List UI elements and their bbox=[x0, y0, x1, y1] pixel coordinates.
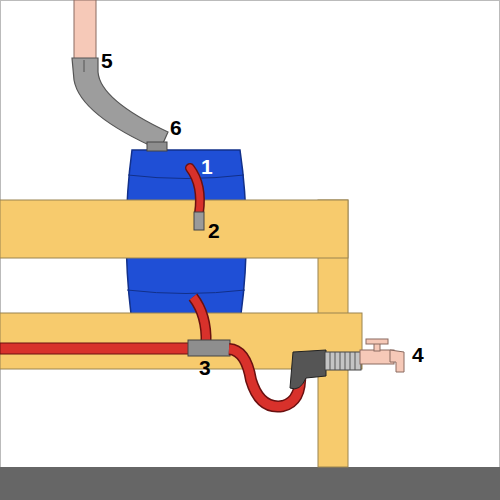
faucet-body bbox=[360, 350, 394, 364]
callout-number: 3 bbox=[199, 357, 211, 378]
thread-lines bbox=[330, 352, 355, 370]
inlet-fitting bbox=[147, 142, 167, 151]
tee-fitting bbox=[188, 340, 230, 356]
barrel-hoop bbox=[127, 290, 245, 294]
faucet-hose-outline bbox=[229, 349, 300, 406]
elbow-seam bbox=[84, 60, 85, 72]
overflow-hose-outline bbox=[190, 168, 200, 213]
downspout-pipe bbox=[74, 0, 96, 62]
threaded-fitting bbox=[325, 352, 361, 370]
downspout-elbow bbox=[72, 58, 168, 150]
overflow-hose bbox=[190, 168, 200, 213]
wood-plank bbox=[0, 200, 348, 258]
callout-number: 5 bbox=[101, 50, 113, 71]
ground bbox=[0, 467, 500, 500]
hose-barb bbox=[194, 212, 204, 230]
barrel-hoop bbox=[128, 175, 244, 179]
hose-coupling bbox=[290, 350, 326, 389]
callout-number: 6 bbox=[170, 117, 182, 138]
supply-hose bbox=[0, 343, 190, 354]
callout-number: 4 bbox=[412, 344, 424, 365]
faucet-hose bbox=[229, 349, 300, 406]
outlet-hose bbox=[193, 297, 206, 343]
faucet-handle bbox=[366, 339, 388, 344]
outlet-hose-outline bbox=[193, 297, 206, 343]
callout-number: 1 bbox=[201, 156, 213, 177]
faucet-spout bbox=[390, 350, 404, 372]
callout-number: 2 bbox=[208, 220, 220, 241]
